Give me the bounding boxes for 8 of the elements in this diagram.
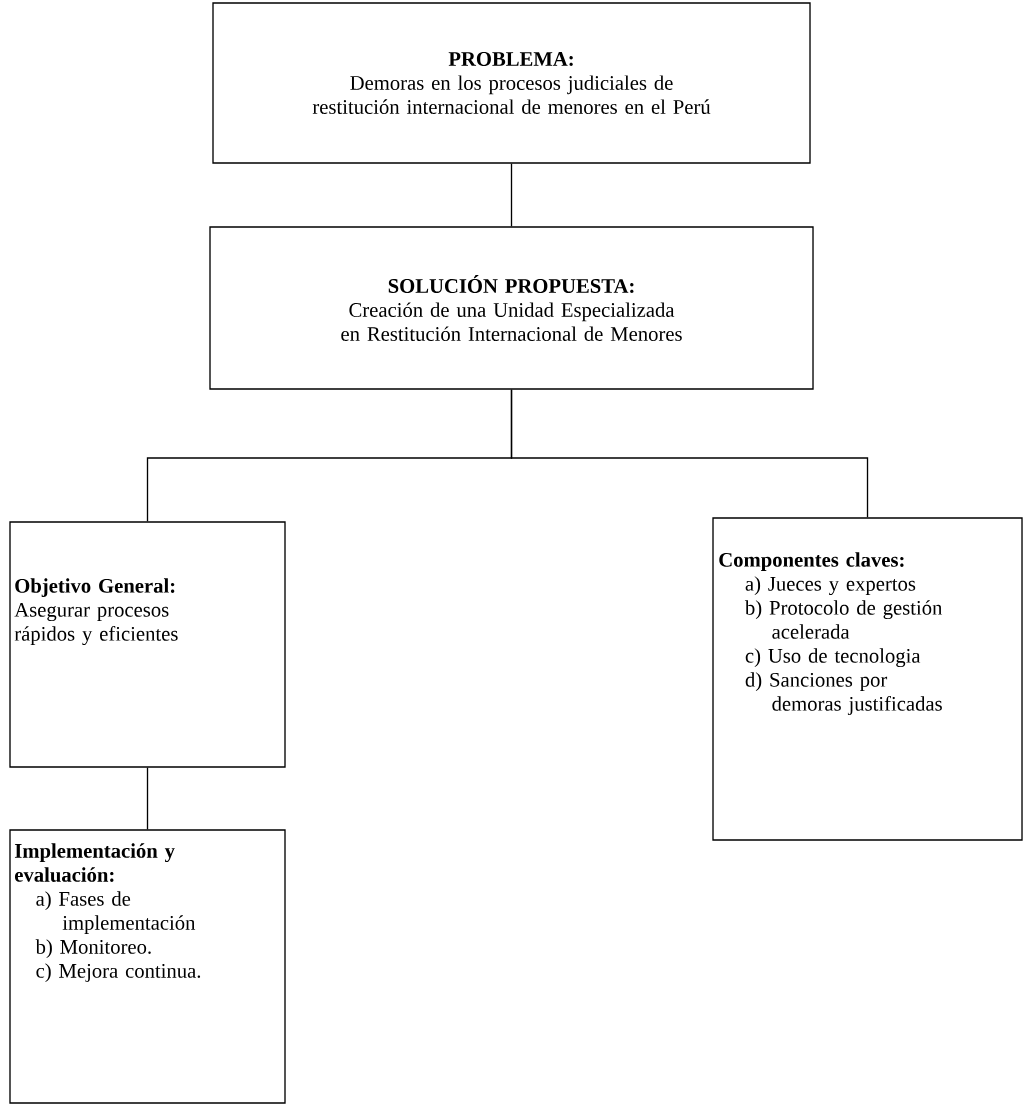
text-box: SOLUCIÓN PROPUESTA: Creación de una Unidad Especializada en Restitución Internacional de Menores <box>209 226 814 390</box>
text-box: Componentes claves: a) Jueces y expertos b) Protocolo de gestión acelerada c) Uso de tecnologia d) Sanciones por demoras justificadas <box>712 517 1023 841</box>
text-box: PROBLEMA: Demoras en los procesos judiciales de restitución internacional de menores en el Perú <box>212 2 811 164</box>
text-box: Objetivo General: Asegurar procesos rápidos y eficientes <box>9 521 286 768</box>
connector-line <box>510 389 869 518</box>
text-box: Implementación y evaluación: a) Fases de implementación b) Monitoreo. c) Mejora continua. <box>9 829 286 1104</box>
connector-line <box>146 767 149 830</box>
connector-line <box>510 163 513 227</box>
